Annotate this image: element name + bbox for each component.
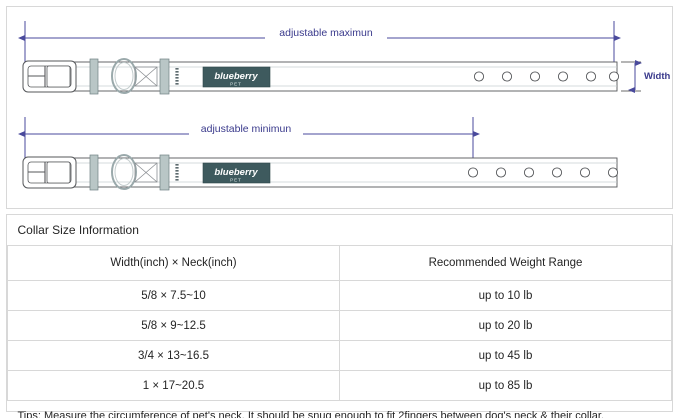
top-dimension-label: adjustable maximun [279,27,373,39]
top-punch-hole-5 [585,71,597,82]
collar-size-table: Collar Size Information Width(inch) × Ne… [6,214,673,418]
cell-size-3: 3/4 × 13~16.5 [7,340,340,371]
table-row: 1 × 17~20.5 up to 85 lb [7,370,672,401]
table-row: 5/8 × 9~12.5 up to 20 lb [7,310,672,341]
table-tips: Tips: Measure the circumference of pet's… [7,400,672,418]
bottom-punch-hole-3 [523,167,535,178]
top-punch-hole-6 [608,71,620,82]
table-caption-row: Collar Size Information [7,215,672,246]
column-header-weight: Recommended Weight Range [339,245,672,281]
top-brand-tag: blueberry PET [202,66,271,88]
top-d-ring-inner [114,62,134,90]
top-punch-holes [473,71,620,82]
bottom-collar-group: adjustable minimun [18,117,619,191]
table-header-row: Width(inch) × Neck(inch) Recommended Wei… [7,245,672,281]
table-caption: Collar Size Information [7,215,672,246]
cell-size-1: 5/8 × 7.5~10 [7,280,340,311]
collar-diagram-panel: adjustable maximun [6,6,673,209]
cell-weight-4: up to 85 lb [339,370,672,401]
bottom-punch-hole-1 [467,167,479,178]
top-x-box-stitch [134,66,158,87]
bottom-punch-hole-5 [579,167,591,178]
top-d-ring [111,58,137,94]
cell-size-4: 1 × 17~20.5 [7,370,340,401]
bottom-punch-holes [467,167,619,178]
top-brand-tag-name: blueberry [214,71,258,82]
top-punch-hole-3 [529,71,541,82]
top-buckle [22,60,77,93]
top-width-label: Width [644,71,670,82]
cell-size-2: 5/8 × 9~12.5 [7,310,340,341]
bottom-punch-hole-2 [495,167,507,178]
cell-weight-2: up to 20 lb [339,310,672,341]
cell-weight-3: up to 45 lb [339,340,672,371]
table-tips-row: Tips: Measure the circumference of pet's… [7,400,672,418]
bottom-buckle [22,156,77,189]
bottom-punch-hole-4 [551,167,563,178]
top-punch-hole-2 [501,71,513,82]
bottom-keeper-loop-1 [89,154,99,191]
bottom-brand-tag-sub: PET [230,178,242,183]
top-punch-hole-4 [557,71,569,82]
bottom-d-ring-inner [114,158,134,186]
top-keeper-loop-1 [89,58,99,95]
bottom-brand-tag: blueberry PET [202,162,271,184]
bottom-dimension-label: adjustable minimun [201,123,292,135]
bottom-keeper-loop-2 [159,154,170,191]
top-keeper-loop-2 [159,58,170,95]
collar-diagram-svg: adjustable maximun [18,21,670,191]
column-header-size: Width(inch) × Neck(inch) [7,245,340,281]
bottom-d-ring [111,154,137,190]
top-brand-tag-sub: PET [230,82,242,87]
bottom-brand-tag-name: blueberry [214,167,258,178]
top-punch-hole-1 [473,71,485,82]
bottom-x-box-stitch [134,162,158,183]
bottom-punch-hole-6 [607,167,619,178]
top-width-dimension: Width [621,60,670,93]
table-row: 3/4 × 13~16.5 up to 45 lb [7,340,672,371]
table-row: 5/8 × 7.5~10 up to 10 lb [7,280,672,311]
cell-weight-1: up to 10 lb [339,280,672,311]
top-collar-group: adjustable maximun [18,21,670,95]
